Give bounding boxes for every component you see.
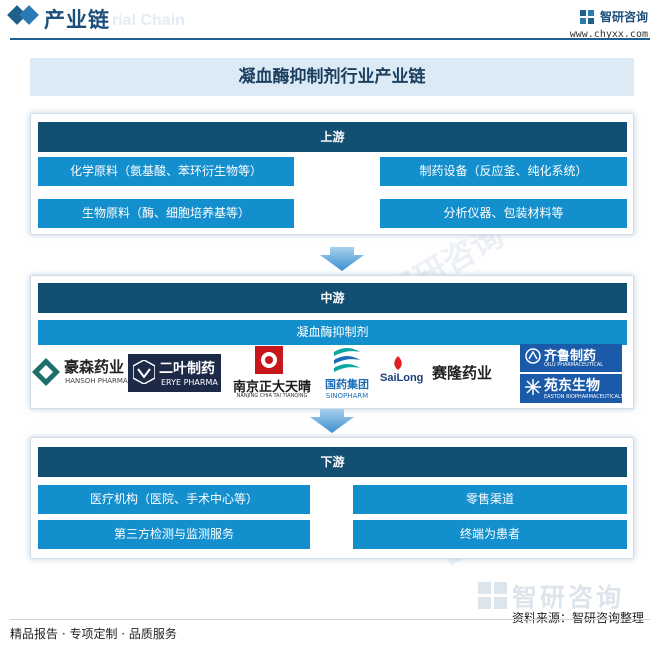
footer-divider [10,619,650,620]
downstream-item: 零售渠道 [353,485,627,514]
upstream-item: 化学原料（氨基酸、苯环衍生物等） [38,157,294,186]
diamond-icon [19,5,39,25]
header-divider [10,38,650,40]
brand-watermark-icon [478,582,507,609]
sailong-name: 赛隆药业 [432,364,493,382]
brand-watermark-text: 智研咨询 [512,583,625,612]
sailong-icon [394,356,402,370]
upstream-item: 生物原料（酶、细胞培养基等） [38,199,294,228]
erye-name: 二叶制药 [159,361,215,377]
erye-icon [133,360,155,384]
logo-sinopharm: 国药集团 SINOPHARM [318,346,376,404]
qilu-icon [525,348,541,364]
logo-sailong: SaiLong 赛隆药业 [380,352,522,396]
page-header: rial Chain 产业链 智研咨询 www.chyxx.com [0,0,660,42]
footer-tagline: 精品报告 · 专项定制 · 品质服务 [10,627,177,641]
upstream-item: 制药设备（反应釜、纯化系统） [380,157,627,186]
source-note: 资料来源：智研咨询整理 [511,611,644,625]
sinopharm-icon [334,348,360,372]
logo-qilu: 齐鲁制药 QILU PHARMACEUTICAL [520,344,622,372]
upstream-label: 上游 [38,122,627,152]
upstream-panel: 上游 化学原料（氨基酸、苯环衍生物等） 制药设备（反应釜、纯化系统） 生物原料（… [30,113,634,235]
midstream-label: 中游 [38,283,627,313]
chart-title: 凝血酶抑制剂行业产业链 [30,58,634,96]
easton-icon [525,379,541,395]
logo-erye: 二叶制药 ERYE PHARMA [128,354,221,392]
hansoh-name: 豪森药业 [64,358,125,376]
brand-name: 智研咨询 [599,10,648,24]
sinopharm-name: 国药集团 [325,378,369,391]
cttq-icon [255,346,283,374]
logo-hansoh: 豪森药业 HANSOH PHARMA [32,354,128,394]
qilu-english: QILU PHARMACEUTICAL [544,362,604,368]
easton-name: 苑东生物 [544,378,600,394]
downstream-label: 下游 [38,447,627,477]
easton-english: EASTON BIOPHARMACEUTICALS [544,394,624,400]
hansoh-icon [32,358,60,386]
downstream-panel: 下游 医疗机构（医院、手术中心等） 零售渠道 第三方检测与监测服务 终端为患者 [30,437,634,559]
erye-english: ERYE PHARMA [161,378,218,387]
cttq-english: NANJING CHIA TAI TIANQING [236,393,308,399]
header-ghost-text: rial Chain [112,12,185,29]
brand-logo-icon [579,9,594,24]
brand: 智研咨询 www.chyxx.com [570,6,648,40]
upstream-item: 分析仪器、包装材料等 [380,199,627,228]
down-arrow-icon [320,247,364,271]
company-logos: 豪森药业 HANSOH PHARMA 二叶制药 ERYE PHARMA 南京正大… [30,344,634,404]
cttq-name: 南京正大天晴 [232,380,311,395]
midstream-product: 凝血酶抑制剂 [38,320,627,345]
downstream-item: 第三方检测与监测服务 [38,520,310,549]
downstream-item: 终端为患者 [353,520,627,549]
sailong-english: SaiLong [380,372,424,384]
down-arrow-icon [310,409,354,433]
page-title: 产业链 [44,8,110,32]
qilu-name: 齐鲁制药 [544,349,597,364]
hansoh-english: HANSOH PHARMA [65,377,128,385]
sinopharm-english: SINOPHARM [325,392,369,400]
brand-url: www.chyxx.com [569,29,648,40]
logo-easton: 苑东生物 EASTON BIOPHARMACEUTICALS [520,374,624,403]
logo-cttq: 南京正大天晴 NANJING CHIA TAI TIANQING [230,346,314,404]
downstream-item: 医疗机构（医院、手术中心等） [38,485,310,514]
